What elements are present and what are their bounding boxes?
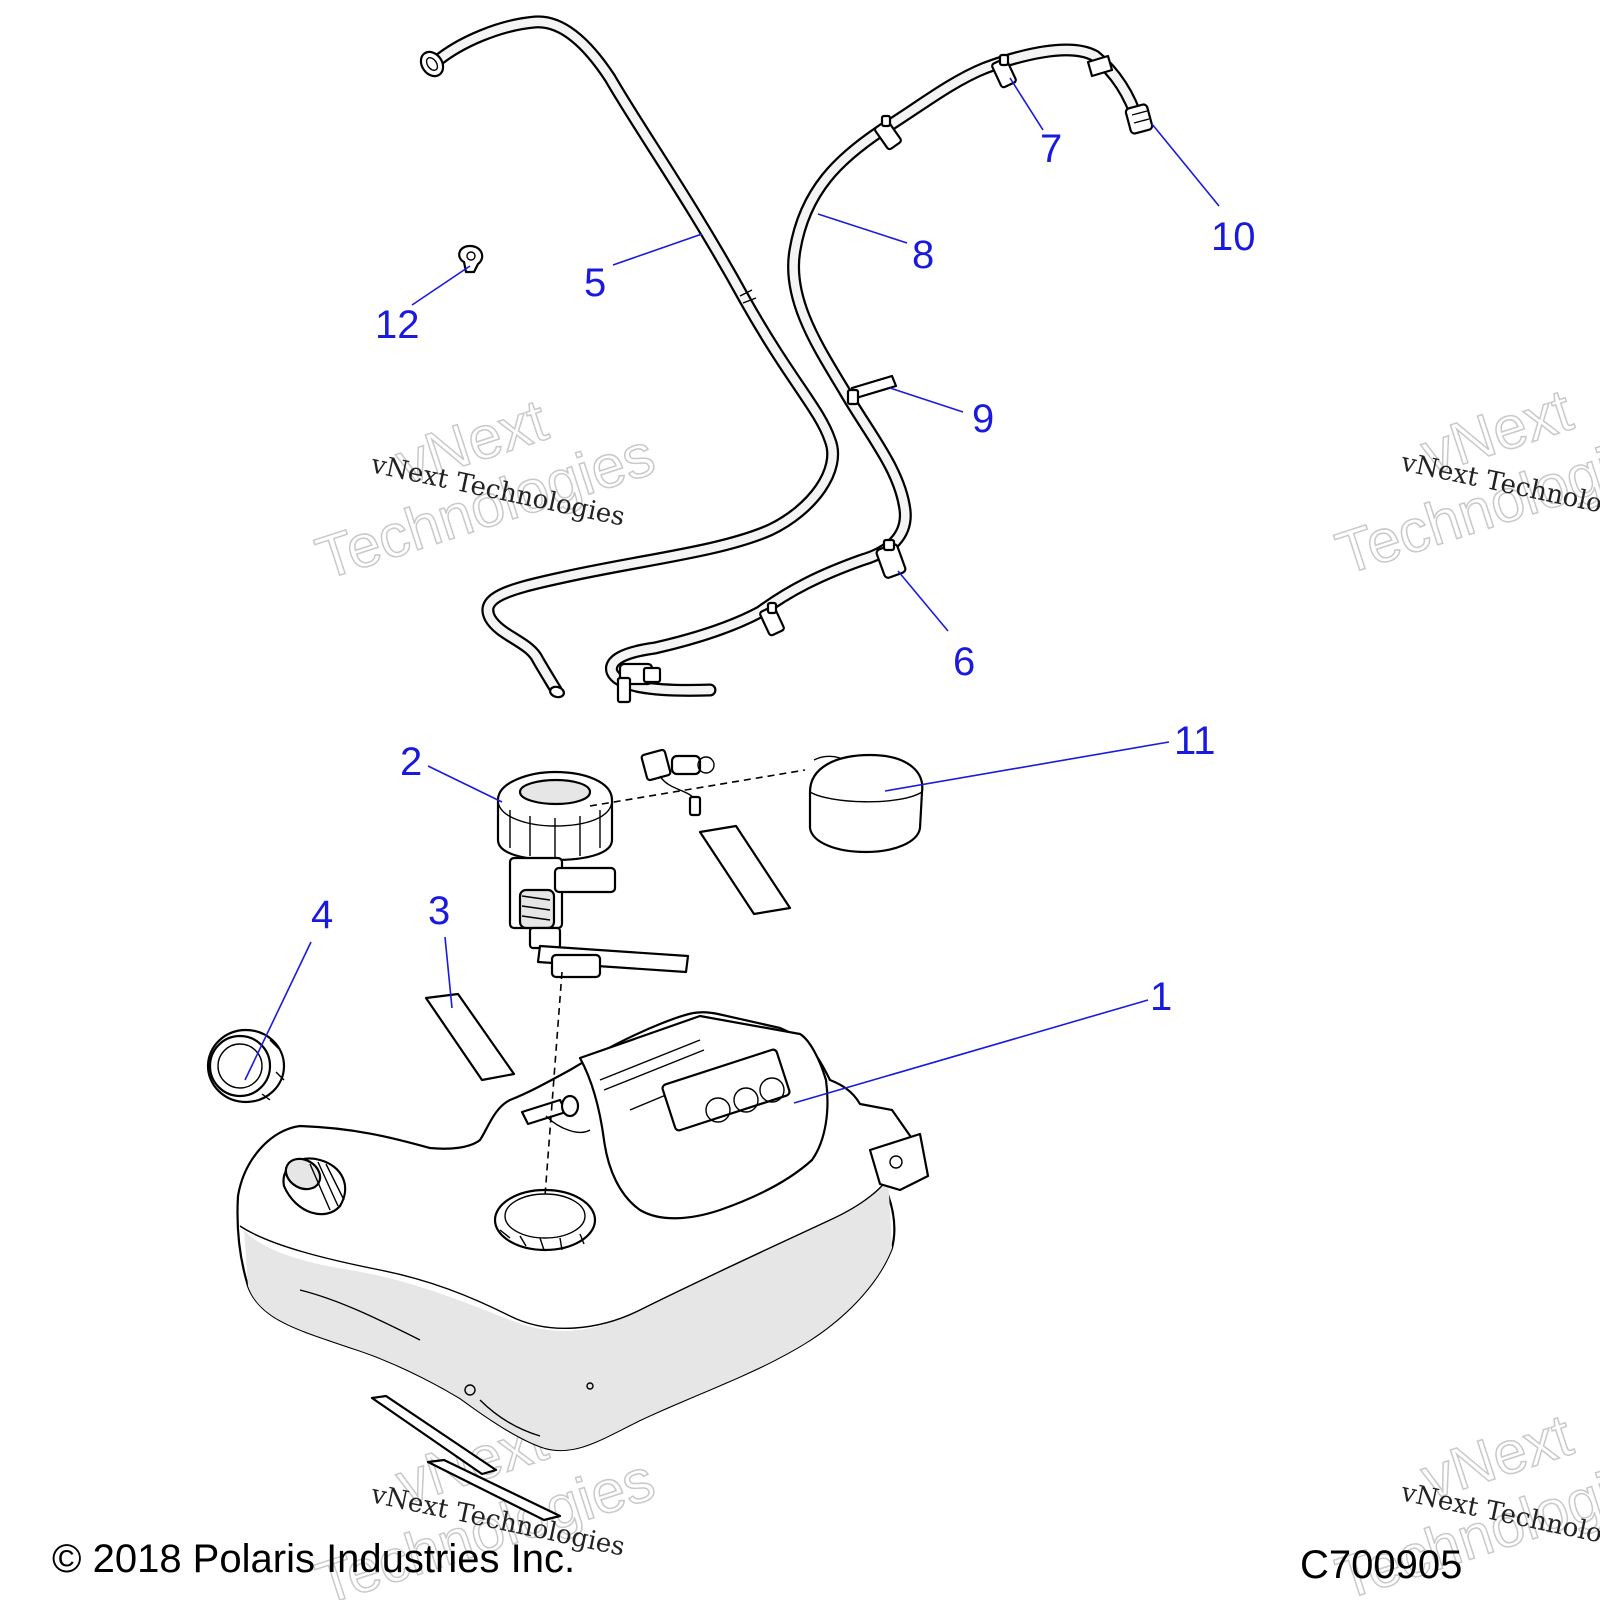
wiring-connector	[640, 748, 715, 817]
vent-hose-5	[419, 15, 840, 699]
gasket-strip-3	[424, 992, 516, 1082]
fuel-pump-cover-11	[808, 753, 924, 854]
leader-2	[427, 765, 503, 803]
breather-hose-8	[605, 43, 1145, 697]
fuel-pump-module-2	[496, 770, 690, 979]
hose-clamp-9	[846, 374, 898, 406]
assembly-lines	[544, 769, 806, 1197]
leader-11	[884, 741, 1170, 792]
leader-10	[1151, 123, 1220, 207]
callout-1: 1	[1150, 975, 1172, 1019]
fuel-cap-4	[206, 1028, 286, 1104]
hose-clamp-6	[875, 538, 907, 579]
callout-8: 8	[912, 233, 934, 277]
callout-2: 2	[400, 740, 422, 784]
callout-leaders	[244, 77, 1220, 1104]
callout-4: 4	[311, 893, 333, 937]
callout-10: 10	[1211, 215, 1256, 259]
callout-labels: 1 2 3 4 5 6 7 8 9 10 11 12	[311, 127, 1256, 1019]
fuel-tank-1	[236, 1011, 930, 1452]
hose-fitting-10	[1086, 54, 1154, 135]
tank-strap	[370, 1394, 562, 1522]
leader-12	[411, 265, 471, 306]
callout-3: 3	[428, 889, 450, 933]
callout-11: 11	[1174, 719, 1216, 763]
leader-8	[817, 213, 908, 244]
copyright-text: © 2018 Polaris Industries Inc.	[52, 1537, 575, 1581]
callout-5: 5	[584, 261, 606, 305]
hose-connector	[616, 662, 662, 704]
leader-7	[1009, 77, 1044, 131]
leader-4	[244, 941, 312, 1081]
gasket-strip	[698, 824, 792, 916]
clip-12	[458, 244, 484, 274]
callout-12: 12	[375, 303, 420, 347]
callout-7: 7	[1040, 127, 1062, 171]
callout-9: 9	[972, 397, 994, 441]
leader-1	[793, 999, 1149, 1104]
leader-3	[444, 936, 453, 1009]
diagram-code: C700905	[1300, 1543, 1462, 1587]
callout-6: 6	[953, 640, 975, 684]
leader-6	[897, 570, 949, 632]
watermark-group-top-right: vNext Technologies vNext Technologies	[1328, 375, 1600, 588]
leader-9	[889, 387, 964, 413]
hose-clamp-7	[759, 53, 1017, 637]
leader-5	[612, 233, 703, 266]
